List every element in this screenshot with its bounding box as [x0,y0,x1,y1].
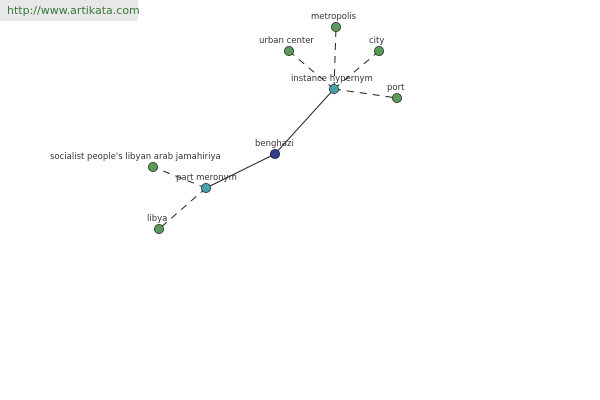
label-part-meronym: part meronym [176,173,237,183]
node-port[interactable] [391,93,402,104]
edge-hypernym-metropolis [333,26,337,90]
edge-hypernym-port [333,88,398,99]
node-libya[interactable] [153,223,164,234]
edge-meronym-libya [158,187,207,230]
label-port: port [387,83,405,93]
graph-nodes [147,21,402,234]
label-benghazi: benghazi [255,139,294,149]
graph-labels: metropolis urban center city instance hy… [50,12,405,224]
edge-hypernym-urban-center [288,50,335,90]
edge-hypernym-city [333,50,380,90]
label-instance-hypernym: instance hypernym [291,74,373,84]
watermark-banner: http://www.artikata.com [0,0,140,21]
label-metropolis: metropolis [311,12,357,22]
label-libya: libya [147,214,167,224]
node-city[interactable] [373,46,384,57]
edge-benghazi-instance-hypernym [274,88,335,155]
label-city: city [369,36,384,46]
node-metropolis[interactable] [330,21,341,32]
edge-meronym-socialist [152,166,207,189]
node-part-meronym[interactable] [200,182,211,193]
watermark-url: http://www.artikata.com [7,4,140,17]
label-urban-center: urban center [259,36,314,46]
node-benghazi[interactable] [269,148,280,159]
graph-edges [152,26,398,230]
node-instance-hypernym[interactable] [328,84,339,95]
edge-benghazi-part-meronym [205,153,276,189]
node-urban-center[interactable] [283,46,294,57]
label-socialist: socialist people's libyan arab jamahiriy… [50,152,221,162]
node-socialist[interactable] [147,161,158,172]
